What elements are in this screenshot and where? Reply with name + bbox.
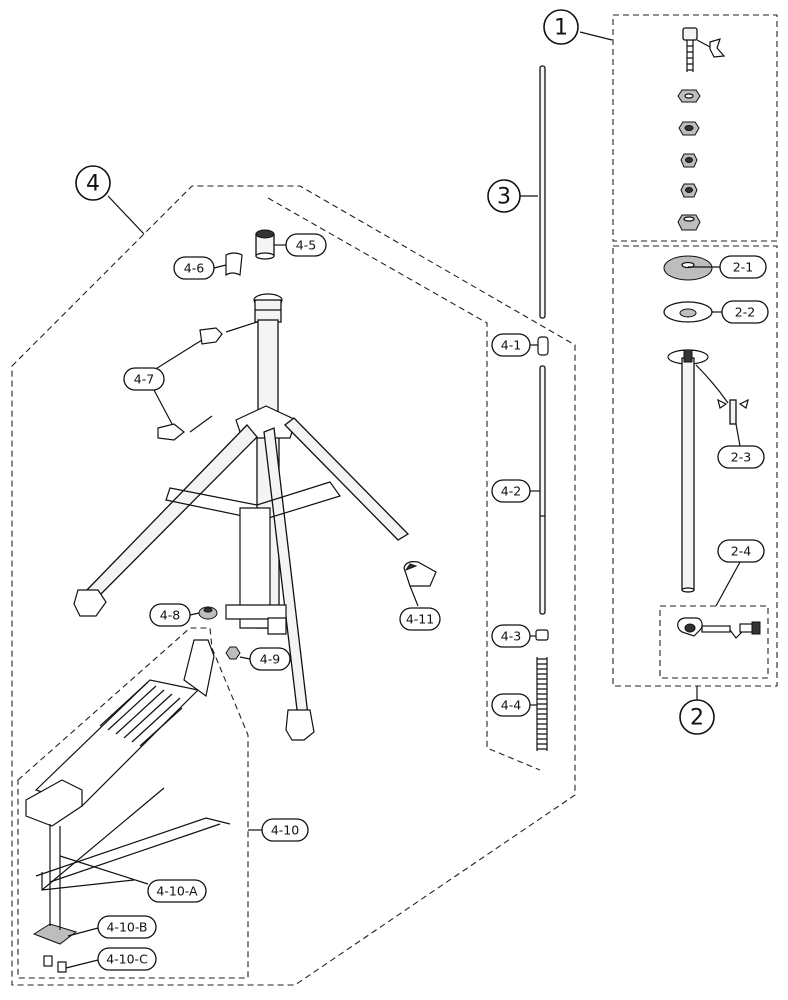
label-4-4: 4-4 xyxy=(491,693,531,717)
wing-screw-upper xyxy=(199,321,258,345)
label-4-1: 4-1 xyxy=(491,333,531,357)
svg-text:1: 1 xyxy=(554,16,568,41)
svg-text:4-7: 4-7 xyxy=(134,372,154,387)
footboard xyxy=(25,639,215,827)
clutch-lock-nut-2 xyxy=(680,153,698,168)
svg-text:4-10: 4-10 xyxy=(271,823,299,838)
label-2-3: 2-3 xyxy=(717,445,765,469)
svg-text:4-3: 4-3 xyxy=(501,629,521,644)
svg-text:2: 2 xyxy=(690,706,704,731)
clutch-bottom-washer xyxy=(677,214,701,231)
rod-spring-seat xyxy=(535,629,549,641)
heel-plate xyxy=(32,824,78,945)
label-4-9: 4-9 xyxy=(249,647,291,671)
strap-rods xyxy=(35,787,231,891)
svg-text:4-10-C: 4-10-C xyxy=(106,952,148,967)
label-4-5: 4-5 xyxy=(285,233,327,257)
group-number-1: 1 xyxy=(543,9,579,45)
svg-text:4-10-B: 4-10-B xyxy=(106,920,147,935)
label-2-1: 2-1 xyxy=(719,255,767,279)
group-number-4: 4 xyxy=(75,165,111,201)
label-4-10-A: 4-10-A xyxy=(147,879,207,903)
label-4-2: 4-2 xyxy=(491,479,531,503)
label-4-8: 4-8 xyxy=(149,603,191,627)
clutch-lock-nut-3 xyxy=(680,183,698,198)
wing-screw-lower xyxy=(157,415,213,441)
clutch-lock-nut-1 xyxy=(678,121,700,136)
svg-text:4-6: 4-6 xyxy=(184,261,204,276)
bushing-sleeve xyxy=(225,252,243,277)
group-1-boundary xyxy=(612,14,778,242)
rubber-foot xyxy=(403,561,437,587)
label-4-6: 4-6 xyxy=(173,256,215,280)
upper-tube-assembly xyxy=(667,349,709,593)
clutch-felt-washer xyxy=(677,89,701,103)
svg-text:2-4: 2-4 xyxy=(731,544,751,559)
label-4-11: 4-11 xyxy=(399,607,441,631)
svg-text:4-4: 4-4 xyxy=(501,698,521,713)
svg-text:4-10-A: 4-10-A xyxy=(156,884,198,899)
bushing xyxy=(255,229,275,260)
rod-spring xyxy=(536,657,548,751)
svg-text:4-1: 4-1 xyxy=(501,338,521,353)
group-4-boundary xyxy=(11,185,576,986)
label-2-2: 2-2 xyxy=(721,300,769,324)
svg-text:4-5: 4-5 xyxy=(296,238,316,253)
svg-text:4-11: 4-11 xyxy=(406,612,434,627)
tube-clamp-screw xyxy=(729,621,761,639)
tilter-wing-screw xyxy=(695,364,749,425)
svg-text:2-2: 2-2 xyxy=(735,305,755,320)
svg-text:3: 3 xyxy=(497,185,511,210)
label-4-10-C: 4-10-C xyxy=(97,947,157,971)
clutch-wing-screw xyxy=(696,38,726,58)
pull-rod xyxy=(539,65,546,319)
svg-text:4: 4 xyxy=(86,172,100,197)
label-4-7: 4-7 xyxy=(123,367,165,391)
svg-text:4-8: 4-8 xyxy=(160,608,180,623)
clutch-rod-bolt xyxy=(682,27,698,72)
label-4-10: 4-10 xyxy=(261,818,309,842)
group-4-top-boundary xyxy=(267,197,541,771)
tube-clamp xyxy=(677,617,731,637)
group-2-boundary xyxy=(612,245,778,687)
label-4-3: 4-3 xyxy=(491,624,531,648)
svg-text:2-3: 2-3 xyxy=(731,450,751,465)
hi-hat-stand-body xyxy=(73,293,410,741)
inner-rod xyxy=(537,336,549,615)
svg-text:4-2: 4-2 xyxy=(501,484,521,499)
heel-plate-screw-1 xyxy=(43,955,53,967)
group-number-2: 2 xyxy=(679,699,715,735)
group-4-10-boundary xyxy=(17,627,249,979)
svg-text:2-1: 2-1 xyxy=(733,260,753,275)
pedal-hinge-nut xyxy=(225,646,241,660)
leader-lines xyxy=(59,31,741,969)
group-number-3: 3 xyxy=(487,179,521,213)
svg-text:4-9: 4-9 xyxy=(260,652,280,667)
label-2-4: 2-4 xyxy=(717,539,765,563)
cymbal-felt xyxy=(663,255,713,281)
cymbal-cup xyxy=(663,301,713,323)
spring-hook-nut xyxy=(198,606,218,620)
heel-plate-screw-2 xyxy=(57,961,67,973)
label-4-10-B: 4-10-B xyxy=(97,915,157,939)
group-2-4-boundary xyxy=(659,605,769,679)
